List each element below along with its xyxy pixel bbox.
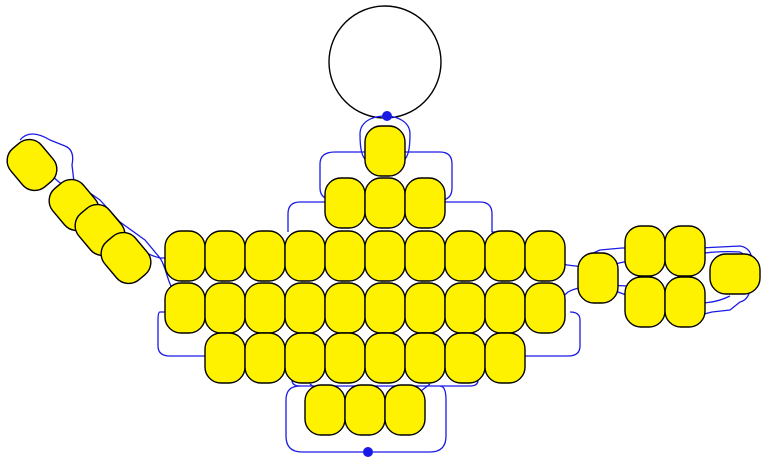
bead-body-middle-2 bbox=[205, 283, 245, 333]
bead-body-top-7 bbox=[405, 231, 445, 281]
bead-body-top-8 bbox=[445, 231, 485, 281]
bead-body-top-5 bbox=[325, 231, 365, 281]
bead-body-top-4 bbox=[285, 231, 325, 281]
bead-handle-bottom-1 bbox=[625, 277, 665, 327]
bead-handle-end bbox=[710, 254, 760, 294]
bead-lid-3 bbox=[405, 178, 445, 228]
bead-foot-2 bbox=[345, 385, 385, 435]
bead-body-middle-4 bbox=[285, 283, 325, 333]
bead-body-bottom-4 bbox=[325, 333, 365, 383]
bead-body-bottom-8 bbox=[485, 333, 525, 383]
bead-body-bottom-1 bbox=[205, 333, 245, 383]
bead-body-bottom-3 bbox=[285, 333, 325, 383]
bead-handle-top-2 bbox=[665, 226, 705, 276]
bead-handle-bottom-2 bbox=[665, 277, 705, 327]
bead-body-top-3 bbox=[245, 231, 285, 281]
bead-body-bottom-5 bbox=[365, 333, 405, 383]
bead-body-top-2 bbox=[205, 231, 245, 281]
bead-body-middle-1 bbox=[165, 283, 205, 333]
bead-body-middle-10 bbox=[525, 283, 565, 333]
bead-body-middle-9 bbox=[485, 283, 525, 333]
bead-body-top-1 bbox=[165, 231, 205, 281]
bead-handle-top-1 bbox=[625, 226, 665, 276]
bead-spout-1 bbox=[1, 133, 64, 197]
bead-body-top-9 bbox=[485, 231, 525, 281]
bead-lid-1 bbox=[325, 178, 365, 228]
bead-foot-3 bbox=[385, 385, 425, 435]
bead-body-middle-6 bbox=[365, 283, 405, 333]
bead-lid-2 bbox=[365, 178, 405, 228]
bead-group bbox=[1, 126, 760, 435]
bead-body-middle-8 bbox=[445, 283, 485, 333]
bead-body-middle-5 bbox=[325, 283, 365, 333]
bead-body-middle-7 bbox=[405, 283, 445, 333]
bead-body-bottom-7 bbox=[445, 333, 485, 383]
bead-foot-1 bbox=[305, 385, 345, 435]
loop-top-dot bbox=[382, 111, 392, 121]
hanging-loop-ring bbox=[329, 6, 441, 118]
bead-body-bottom-2 bbox=[245, 333, 285, 383]
bead-body-top-10 bbox=[525, 231, 565, 281]
bead-handle-link bbox=[578, 253, 618, 303]
bead-finial bbox=[365, 126, 405, 176]
bead-body-bottom-6 bbox=[405, 333, 445, 383]
bead-body-top-6 bbox=[365, 231, 405, 281]
thread-end-dot bbox=[363, 447, 373, 457]
bead-body-middle-3 bbox=[245, 283, 285, 333]
